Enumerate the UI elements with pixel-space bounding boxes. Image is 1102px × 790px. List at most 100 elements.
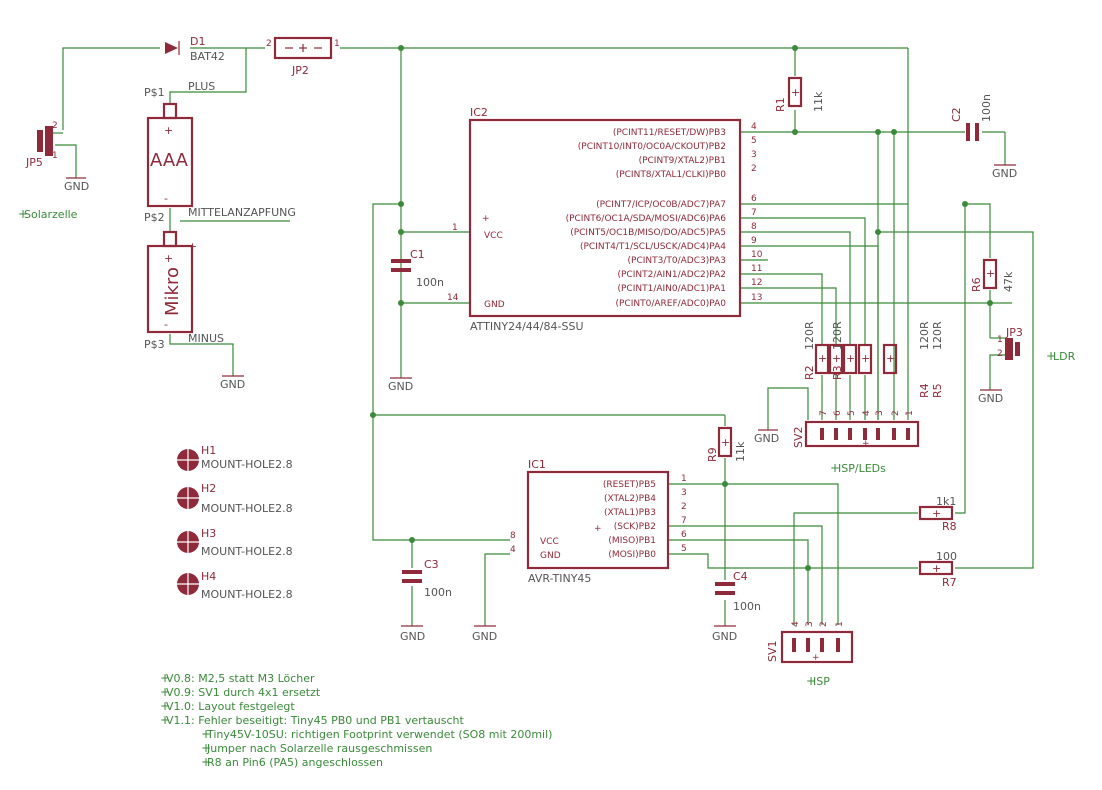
ldr-label: + LDR (1046, 349, 1076, 363)
battery-ps2: P$2 (144, 211, 165, 224)
ic2-attiny[interactable]: IC2 + VCC GND 1 14 ATTINY24/44/84-SSU (P… (447, 106, 763, 333)
wires (55, 47, 1034, 626)
battery-minus-label: MINUS (188, 332, 224, 345)
ic2-vcc-label: VCC (484, 231, 503, 241)
mount-hole-h2: H2 MOUNT-HOLE2.8 (176, 482, 293, 515)
sv2-pin-num: 3 (875, 410, 885, 416)
capacitor-c1[interactable]: C1 100n (391, 248, 444, 289)
ic1-pin-num: 7 (681, 516, 687, 526)
svg-text:120R: 120R (831, 321, 844, 350)
battery-mittel-label: MITTELANZAPFUNG (188, 206, 296, 219)
svg-text:H1: H1 (201, 444, 216, 457)
battery-mikro-label: Mikro (162, 267, 183, 316)
battery-mikro[interactable]: + + Mikro - P$3 MINUS (144, 230, 224, 351)
note-6: R8 an Pin6 (PA5) angeschlossen (207, 756, 383, 769)
svg-text:120R: 120R (918, 321, 931, 350)
sv2-pin (906, 428, 910, 440)
svg-text:+: + (594, 524, 602, 534)
jp5-pin-top: 2 (52, 121, 58, 131)
svg-text:C4: C4 (733, 570, 748, 583)
ic1-pin-name: (MOSI)PB0 (608, 550, 656, 560)
c2-name: C2 (950, 107, 963, 122)
svg-text:+: + (861, 352, 870, 365)
svg-text:GND: GND (388, 380, 413, 393)
sv2-pin-num: 6 (833, 410, 843, 416)
ic1-pin-name: (RESET)PB5 (603, 480, 656, 490)
capacitor-c3[interactable]: C3 100n (402, 558, 452, 599)
ic2-pin-num: 4 (751, 122, 757, 132)
ic2-pin-num: 10 (751, 250, 763, 260)
capacitor-c2[interactable]: C2 100n (950, 94, 993, 141)
jp5-pin-bottom: 1 (52, 151, 58, 161)
ic2-pin-num: 5 (751, 136, 757, 146)
battery-aaa-label: AAA (150, 150, 189, 171)
jp5-label: JP5 (25, 156, 43, 169)
resistor-r5[interactable]: + R5 120R (882, 321, 944, 398)
jumper-jp2[interactable]: 2 1 JP2 (266, 36, 340, 77)
svg-text:GND: GND (992, 167, 1017, 180)
gnd-symbol-jp3: GND (978, 389, 1003, 405)
ic1-gnd-num: 4 (510, 545, 516, 555)
svg-text:+: + (18, 207, 28, 221)
sv2-pin-num: 1 (905, 410, 915, 416)
ic2-pin-labels: (PCINT11/RESET/DW)PB34(PCINT10/INT0/OC0A… (566, 122, 763, 309)
svg-text:+: + (818, 352, 827, 365)
svg-text:MOUNT-HOLE2.8: MOUNT-HOLE2.8 (201, 458, 293, 471)
svg-text:120R: 120R (803, 321, 816, 350)
sv1-pin-num: 2 (819, 621, 829, 627)
svg-text:H3: H3 (201, 527, 216, 540)
sv2-pin (848, 428, 852, 440)
sv1-pin-num: 4 (791, 621, 801, 627)
battery-aaa[interactable]: + AAA - P$1 PLUS P$2 MITTELANZAPFUNG (144, 80, 296, 224)
svg-text:+: + (160, 699, 170, 713)
sv2-pin (834, 428, 838, 440)
ic2-pin-num: 3 (751, 150, 757, 160)
resistor-r8[interactable]: + 1k1 R8 (918, 495, 957, 533)
jumper-jp5[interactable]: 2 1 JP5 (25, 121, 63, 169)
capacitor-c4[interactable]: C4 100n (715, 570, 761, 613)
jumper-jp3[interactable]: 1 2 JP3 (997, 326, 1023, 360)
svg-text:+: + (806, 674, 816, 688)
junctions (370, 45, 993, 571)
svg-text:+: + (188, 240, 197, 253)
svg-text:R9: R9 (706, 447, 719, 462)
sv2-pin-num: 5 (847, 410, 857, 416)
ic1-gnd-label: GND (540, 551, 561, 561)
resistor-r-unlabeled[interactable]: + (828, 343, 844, 375)
svg-text:+: + (830, 461, 840, 475)
resistor-r7[interactable]: + 100 R7 (918, 550, 957, 589)
sv1-pin-num: 1 (835, 621, 845, 627)
ic1-avr-tiny45[interactable]: IC1 VCC GND 8 4 + AVR-TINY45 (RESET)PB51… (510, 458, 687, 585)
ic2-pin-name: (PCINT4/T1/SCL/USCK/ADC4)PA4 (580, 242, 726, 252)
svg-text:MOUNT-HOLE2.8: MOUNT-HOLE2.8 (201, 545, 293, 558)
diode-d1[interactable]: D1 BAT42 (165, 35, 225, 63)
resistor-r6[interactable]: + R6 47k (970, 258, 1015, 292)
ic2-pin-num: 12 (751, 278, 762, 288)
sv1-label: SV1 (766, 640, 779, 662)
mount-hole-h1: H1 MOUNT-HOLE2.8 (176, 444, 293, 472)
ic2-pin-num: 6 (751, 194, 757, 204)
ic2-pin-name: (PCINT1/AIN0/ADC1)PA1 (617, 284, 726, 294)
svg-text:+: + (932, 507, 941, 520)
svg-text:-: - (164, 318, 168, 331)
resistor-r2[interactable]: + R2 120R (803, 321, 830, 380)
resistor-r3[interactable]: + R3 120R (831, 321, 858, 380)
svg-text:R2: R2 (803, 365, 816, 380)
svg-text:C3: C3 (424, 558, 439, 571)
isp-leds-label: ISP/LEDs (838, 462, 886, 475)
ic1-pin-name: (XTAL1)PB3 (604, 508, 656, 518)
resistor-r1[interactable]: + R1 11k (774, 76, 825, 112)
d1-name: D1 (190, 35, 205, 48)
svg-text:+: + (886, 352, 895, 365)
resistor-r9[interactable]: + R9 11k (706, 426, 747, 462)
sv2-pin (863, 428, 867, 440)
ic2-gnd-num: 14 (447, 293, 459, 303)
resistor-r4[interactable]: + R4 120R (857, 321, 931, 398)
sv2-pin-num: 2 (891, 410, 901, 416)
ic2-pin-name: (PCINT7/ICP/OC0B/ADC7)PA7 (596, 200, 726, 210)
svg-text:+: + (986, 267, 995, 280)
